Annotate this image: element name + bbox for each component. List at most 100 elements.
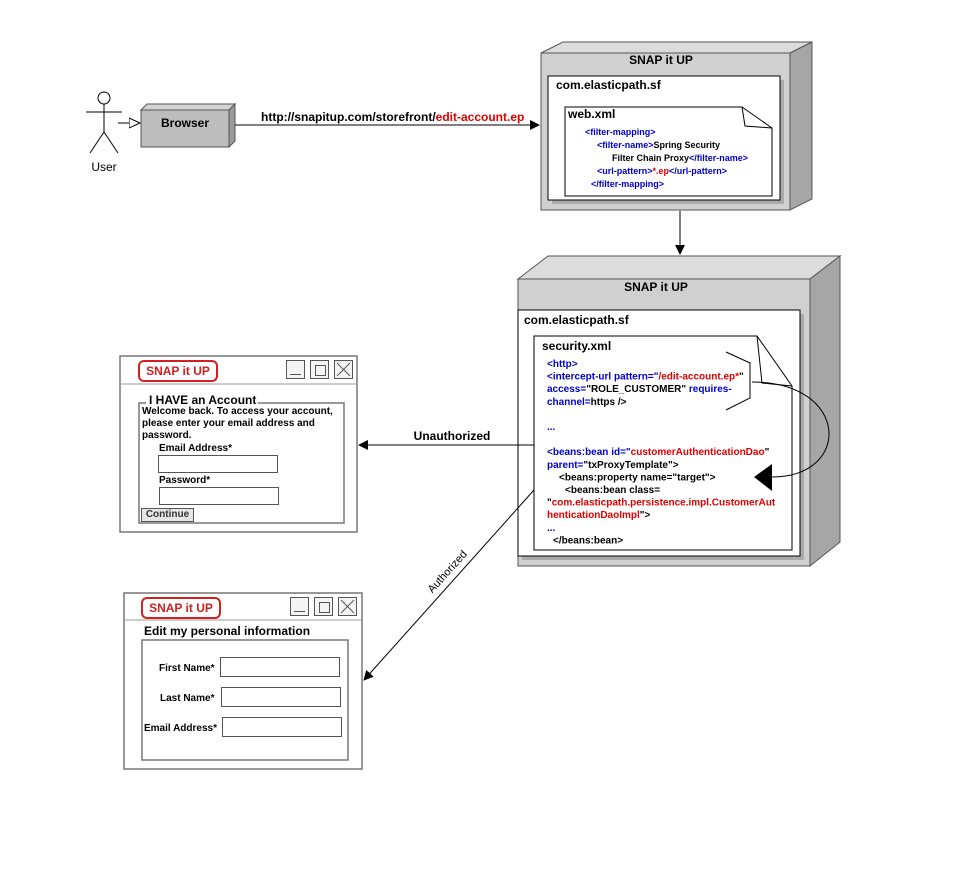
code-token: channel= (547, 397, 591, 408)
login-window-brand: SNAP it UP (138, 360, 218, 382)
continue-button[interactable]: Continue (141, 508, 194, 522)
account-fieldset-legend: I HAVE an Account (149, 393, 257, 407)
code-token: access= (547, 384, 586, 395)
code-token: </url-pattern> (669, 166, 727, 176)
code-token: "> (640, 510, 651, 521)
email-field[interactable] (222, 717, 342, 737)
code-token: *.ep (653, 166, 670, 176)
web-xml-code: <filter-mapping> <filter-name>Spring Secu… (585, 127, 748, 189)
code-line: <http> (547, 359, 578, 370)
code-line: <filter-mapping> (585, 127, 656, 137)
code-line: henticationDaoImpl"> (547, 510, 651, 521)
code-token: " (547, 498, 552, 509)
code-line: <url-pattern>*.ep</url-pattern> (597, 166, 727, 176)
maximize-icon[interactable] (310, 360, 329, 379)
login-intro-line: Welcome back. To access your account, (142, 406, 333, 417)
unauthorized-label: Unauthorized (414, 429, 491, 443)
server-top-package: com.elasticpath.sf (556, 78, 662, 92)
server-node-top (540, 41, 813, 211)
code-token: /edit-account.ep* (658, 372, 739, 383)
code-token: </filter-mapping> (591, 179, 664, 189)
code-line: ... (547, 523, 556, 534)
code-token: <filter-mapping> (585, 127, 656, 137)
edit-window-brand: SNAP it UP (141, 597, 221, 619)
code-token: <beans:bean id=" (547, 447, 631, 458)
code-token: com.elasticpath.persistence.impl.Custome… (552, 498, 776, 509)
code-token: " (765, 447, 770, 458)
code-line: ... (547, 422, 556, 433)
intercept-to-bean-connector (751, 381, 830, 478)
email-label: Email Address* (144, 723, 217, 734)
code-line: <filter-name>Spring Security (597, 140, 720, 150)
code-line: "com.elasticpath.persistence.impl.Custom… (547, 498, 776, 509)
maximize-icon[interactable] (314, 597, 333, 616)
code-token: <beans:property name="target"> (559, 472, 716, 483)
code-line: <beans:bean class= (565, 485, 660, 496)
code-line: </filter-mapping> (591, 179, 664, 189)
request-url-base: http://snapitup.com/storefront/ (261, 110, 436, 124)
code-token: ... (547, 422, 556, 433)
password-field[interactable] (159, 487, 279, 505)
code-line: Filter Chain Proxy</filter-name> (612, 153, 748, 163)
last-name-field[interactable] (221, 687, 341, 707)
code-token: "txProxyTemplate"> (583, 460, 678, 471)
security-xml-filename: security.xml (542, 339, 611, 353)
code-token: ... (547, 523, 556, 534)
code-token: customerAuthenticationDao (631, 447, 765, 458)
first-name-field[interactable] (220, 657, 340, 677)
code-token: Filter Chain Proxy (612, 153, 689, 163)
request-url: http://snapitup.com/storefront/edit-acco… (261, 110, 524, 124)
last-name-label: Last Name* (160, 693, 215, 704)
close-icon[interactable] (334, 360, 353, 379)
server-bottom-package: com.elasticpath.sf (524, 313, 630, 327)
code-line: parent="txProxyTemplate"> (547, 460, 679, 471)
code-token: " (739, 372, 744, 383)
code-token: Spring Security (654, 140, 721, 150)
code-token: parent= (547, 460, 584, 471)
web-xml-filename: web.xml (567, 107, 615, 121)
first-name-label: First Name* (159, 663, 215, 674)
code-token: <url-pattern> (597, 166, 653, 176)
code-token: henticationDaoImpl (547, 510, 640, 521)
password-label: Password* (159, 475, 211, 486)
code-token: <beans:bean class= (565, 485, 660, 496)
code-token: </beans:bean> (553, 535, 623, 546)
security-xml-code: <http> <intercept-url pattern="/edit-acco… (547, 359, 776, 546)
minimize-icon[interactable] (286, 360, 305, 379)
code-token: <filter-name> (597, 140, 654, 150)
code-line: access="ROLE_CUSTOMER" requires- (547, 384, 732, 395)
web-xml-document (564, 106, 773, 197)
minimize-icon[interactable] (290, 597, 309, 616)
login-intro-line: password. (142, 430, 192, 441)
login-intro: Welcome back. To access your account, pl… (142, 406, 333, 442)
email-label: Email Address* (159, 443, 232, 454)
code-line: <beans:bean id="customerAuthenticationDa… (547, 447, 770, 458)
browser-label: Browser (161, 116, 209, 130)
code-token: <intercept-url pattern=" (547, 372, 659, 383)
server-bottom-title: SNAP it UP (624, 280, 688, 294)
login-window-frame (119, 355, 358, 533)
code-token: requires- (686, 384, 732, 395)
user-actor (86, 91, 122, 154)
intercept-brace (725, 351, 751, 411)
code-token: <http> (547, 359, 578, 370)
code-token: https /> (591, 397, 627, 408)
server-node-bottom (516, 254, 842, 568)
edit-window-frame (123, 592, 363, 770)
security-xml-document (533, 335, 793, 551)
server-top-title: SNAP it UP (629, 53, 693, 67)
authorized-arrow (363, 489, 535, 681)
code-line: </beans:bean> (553, 535, 623, 546)
close-icon[interactable] (338, 597, 357, 616)
code-line: <beans:property name="target"> (559, 472, 716, 483)
browser-node (139, 102, 237, 149)
code-token: </filter-name> (689, 153, 748, 163)
user-label: User (91, 160, 116, 174)
code-line: channel=https /> (547, 397, 627, 408)
edit-heading: Edit my personal information (144, 624, 311, 638)
request-url-path: edit-account.ep (436, 110, 525, 124)
code-token: "ROLE_CUSTOMER" (586, 384, 686, 395)
email-field[interactable] (158, 455, 278, 473)
login-intro-line: please enter your email address and (142, 418, 315, 429)
